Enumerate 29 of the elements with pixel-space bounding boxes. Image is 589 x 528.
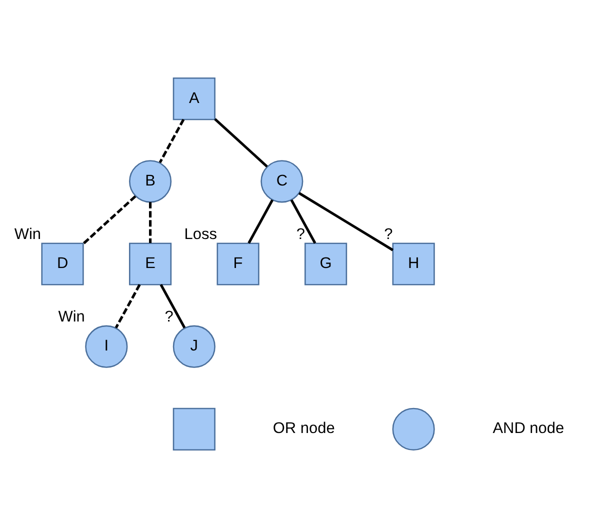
node-box: G bbox=[304, 242, 348, 286]
node-label: ? bbox=[384, 226, 393, 243]
node-label: ? bbox=[164, 308, 174, 326]
connector bbox=[214, 118, 268, 168]
connector bbox=[298, 192, 394, 252]
node-box: F bbox=[216, 242, 260, 286]
node-box: H bbox=[392, 242, 435, 286]
connector bbox=[149, 202, 152, 243]
node-circle bbox=[392, 408, 435, 450]
node-box: D bbox=[41, 242, 84, 286]
node-label: Win bbox=[58, 308, 85, 326]
connector bbox=[160, 284, 186, 328]
node-circle: B bbox=[128, 160, 172, 203]
node-box bbox=[172, 408, 216, 450]
connector bbox=[82, 195, 136, 245]
node-circle: C bbox=[260, 160, 304, 203]
connector bbox=[290, 199, 316, 244]
legend-label: AND node bbox=[492, 420, 564, 438]
node-label: Win bbox=[14, 226, 41, 243]
node-box: E bbox=[128, 242, 172, 286]
node-circle: I bbox=[85, 325, 128, 368]
node-label: ? bbox=[296, 226, 305, 243]
node-circle: J bbox=[172, 325, 216, 368]
connector bbox=[158, 118, 185, 164]
connector bbox=[114, 284, 141, 328]
connector bbox=[248, 199, 274, 244]
node-label: Loss bbox=[184, 226, 217, 243]
node-box: A bbox=[172, 78, 216, 120]
legend-label: OR node bbox=[272, 420, 335, 438]
